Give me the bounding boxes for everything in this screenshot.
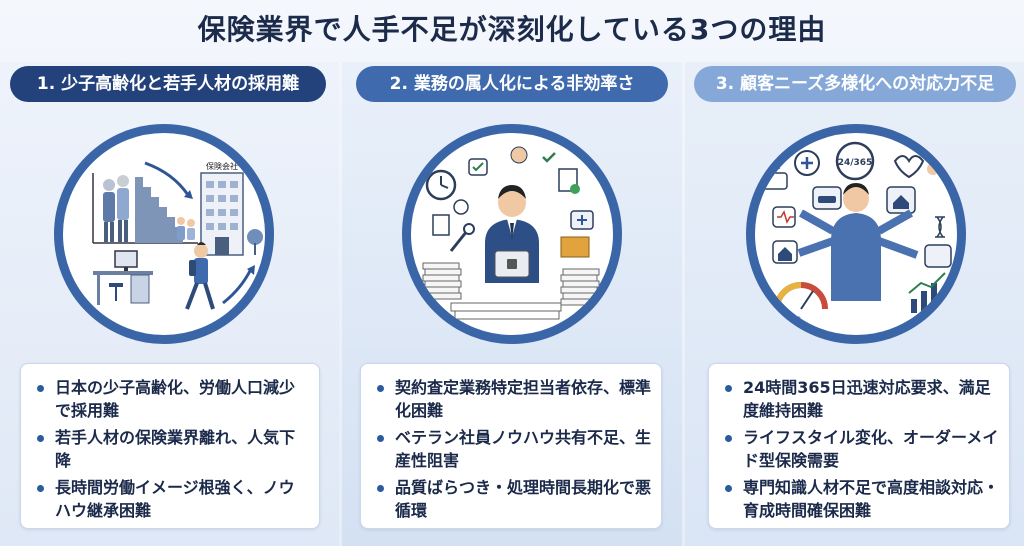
clock-label: 24/365 — [838, 158, 873, 168]
column-2-heading: 2. 業務の属人化による非効率さ — [356, 66, 668, 102]
list-item: ベテラン社員ノウハウ共有不足、生産性阻害 — [377, 426, 651, 472]
list-item: 若手人材の保険業界離れ、人気下降 — [37, 426, 309, 472]
sparkle-icon — [978, 490, 1000, 512]
list-item: 契約査定業務特定担当者依存、標準化困難 — [377, 376, 651, 422]
customer-needs-illustration: Zz 24/365 知識 — [746, 124, 966, 344]
column-1-bullet-list: 日本の少子高齢化、労働人口減少で採用難 若手人材の保険業界離れ、人気下降 長時間… — [21, 364, 319, 522]
list-item: 長時間労働イメージ根強く、ノウハウ継承困難 — [37, 476, 309, 522]
column-3-bullet-box: 24時間365日迅速対応要求、満足度維持困難 ライフスタイル変化、オーダーメイド… — [708, 363, 1010, 529]
sleep-label: Zz — [770, 162, 781, 172]
siloed-work-illustration — [402, 124, 622, 344]
column-1-heading: 1. 少子高齢化と若手人材の採用難 — [10, 66, 326, 102]
column-2-bullet-box: 契約査定業務特定担当者依存、標準化困難 ベテラン社員ノウハウ共有不足、生産性阻害… — [360, 363, 662, 529]
building-sign: 保険会社 — [206, 161, 238, 171]
aging-society-icon: 保険会社 — [92, 161, 263, 310]
column-3-heading: 3. 顧客ニーズ多様化への対応力不足 — [694, 66, 1016, 102]
customer-needs-icon: Zz 24/365 知識 — [762, 141, 952, 325]
list-item: 24時間365日迅速対応要求、満足度維持困難 — [725, 376, 999, 422]
list-item: 専門知識人材不足で高度相談対応・育成時間確保困難 — [725, 476, 999, 522]
siloed-work-icon — [422, 146, 600, 320]
list-item: 品質ばらつき・処理時間長期化で悪循環 — [377, 476, 651, 522]
page-title: 保険業界で人手不足が深刻化している3つの理由 — [197, 13, 827, 46]
column-3-bullet-list: 24時間365日迅速対応要求、満足度維持困難 ライフスタイル変化、オーダーメイド… — [709, 364, 1009, 522]
list-item: ライフスタイル変化、オーダーメイド型保険需要 — [725, 426, 999, 472]
column-2-bullet-list: 契約査定業務特定担当者依存、標準化困難 ベテラン社員ノウハウ共有不足、生産性阻害… — [361, 364, 661, 522]
column-1-bullet-box: 日本の少子高齢化、労働人口減少で採用難 若手人材の保険業界離れ、人気下降 長時間… — [20, 363, 320, 529]
aging-society-illustration: 保険会社 — [54, 124, 274, 344]
list-item: 日本の少子高齢化、労働人口減少で採用難 — [37, 376, 309, 422]
